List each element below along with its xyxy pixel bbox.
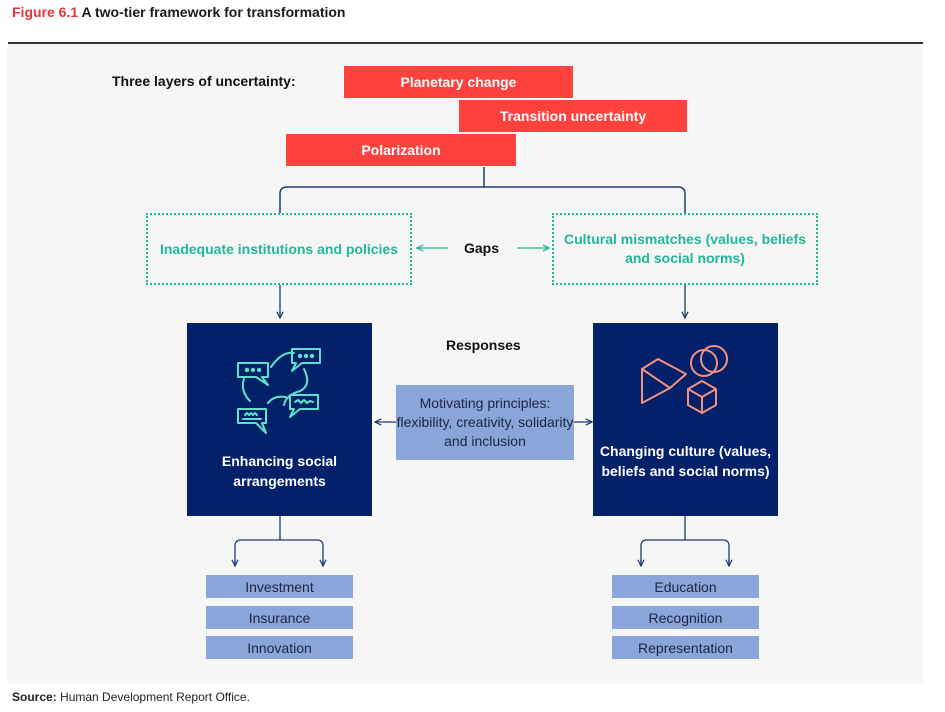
- item-representation: Representation: [612, 636, 759, 659]
- gap-institutions: Inadequate institutions and policies: [146, 213, 412, 285]
- motivating-principles: Motivating principles: flexibility, crea…: [396, 385, 574, 460]
- item-investment: Investment: [206, 575, 353, 598]
- responses-label: Responses: [446, 337, 521, 353]
- source-label: Source:: [12, 690, 57, 704]
- response-changing-culture: Changing culture (values, beliefs and so…: [593, 323, 778, 516]
- figure-number: Figure 6.1: [12, 4, 79, 20]
- social-arrangements-title: Enhancing social arrangements: [221, 453, 338, 489]
- layer-polarization: Polarization: [286, 134, 516, 166]
- item-innovation: Innovation: [206, 636, 353, 659]
- figure-title: Figure 6.1 A two-tier framework for tran…: [12, 4, 345, 20]
- layer-planetary-change: Planetary change: [344, 66, 573, 98]
- uncertainty-label: Three layers of uncertainty:: [112, 73, 296, 89]
- source-note: Source: Human Development Report Office.: [12, 690, 250, 704]
- split-connector-left: [234, 516, 324, 565]
- item-insurance: Insurance: [206, 606, 353, 629]
- response-social-arrangements: Enhancing social arrangements: [187, 323, 372, 516]
- figure-title-text: A two-tier framework for transformation: [81, 4, 346, 20]
- geometric-shapes-icon: [641, 345, 728, 414]
- speech-bubbles-icon: [237, 348, 321, 434]
- item-recognition: Recognition: [612, 606, 759, 629]
- gap-cultural-mismatches: Cultural mismatches (values, beliefs and…: [552, 213, 818, 285]
- changing-culture-title: Changing culture (values, beliefs and so…: [599, 443, 772, 479]
- title-rule: [8, 42, 923, 44]
- split-connector-top: [279, 167, 686, 213]
- gaps-label: Gaps: [464, 240, 500, 256]
- split-connector-right: [640, 516, 730, 565]
- source-text: Human Development Report Office.: [60, 690, 250, 704]
- item-education: Education: [612, 575, 759, 598]
- layer-transition-uncertainty: Transition uncertainty: [459, 100, 687, 132]
